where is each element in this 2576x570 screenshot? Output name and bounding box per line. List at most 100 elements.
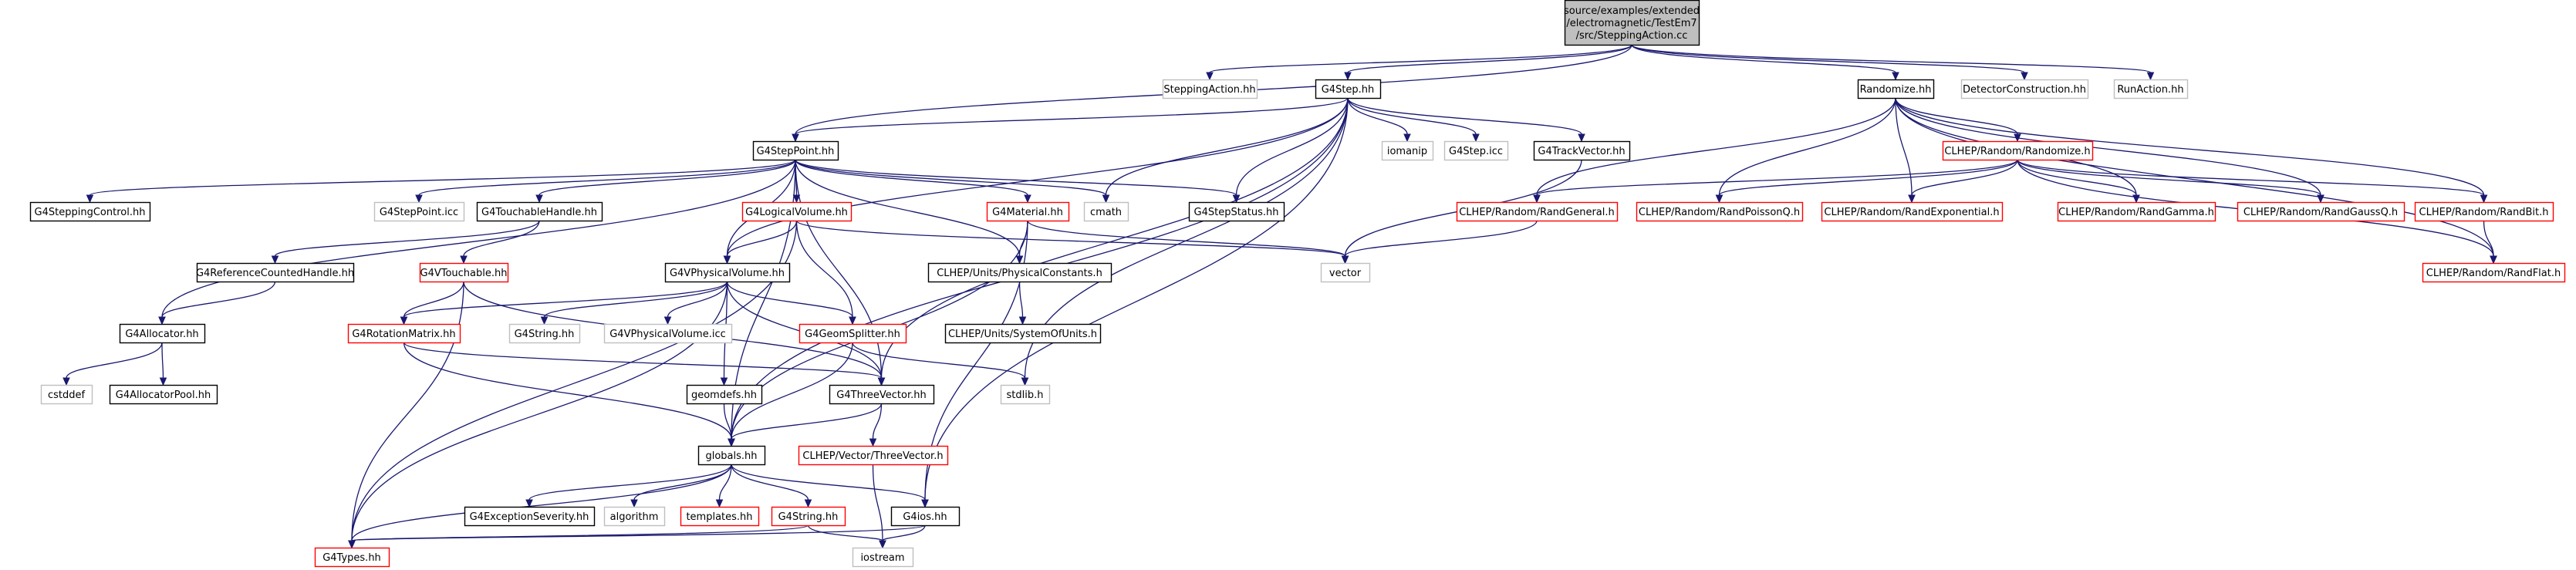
edge-globals-to-g4exceptionseverity: [525, 464, 732, 508]
node-label: G4ThreeVector.hh: [836, 390, 926, 401]
edge-g4vtouchable-to-g4rotationmatrix: [400, 281, 464, 325]
node-physconst[interactable]: CLHEP/Units/PhysicalConstants.h: [927, 262, 1112, 283]
node-randexponential[interactable]: CLHEP/Random/RandExponential.h: [1821, 201, 2004, 222]
node-label: algorithm: [610, 511, 659, 523]
edge-globals-to-templates: [715, 464, 732, 508]
edge-g4steppoint-to-g4steppointicc: [415, 159, 796, 204]
node-box: [680, 506, 760, 527]
node-label: G4VPhysicalVolume.icc: [609, 329, 726, 340]
node-box: [1456, 201, 1619, 222]
node-g4threevector[interactable]: G4ThreeVector.hh: [829, 384, 935, 405]
edge-g4vphysicalvolume-to-g4geomsplitter: [726, 281, 856, 325]
node-box: [741, 201, 852, 222]
edge-g4touchablehandle-to-g4vtouchable: [460, 220, 540, 265]
node-label: G4GeomSplitter.hh: [805, 329, 900, 340]
node-label: CLHEP/Vector/ThreeVector.h: [802, 450, 943, 462]
node-g4geomsplitter[interactable]: G4GeomSplitter.hh: [798, 323, 907, 344]
edge-globals-to-g4string: [731, 464, 812, 508]
node-label: CLHEP/Random/Randomize.h: [1944, 146, 2090, 157]
node-g4step[interactable]: G4Step.hh: [1315, 79, 1382, 99]
node-box: [664, 262, 791, 283]
node-g4logicalvolume[interactable]: G4LogicalVolume.hh: [741, 201, 852, 222]
node-randflat[interactable]: CLHEP/Random/RandFlat.h: [2422, 262, 2566, 283]
node-label: CLHEP/Random/RandGeneral.h: [1459, 207, 1615, 218]
node-g4material[interactable]: G4Material.hh: [986, 201, 1070, 222]
edge-physconst-to-sysofunits: [1018, 281, 1027, 325]
edge-randomize-to-clhep_randomize: [1895, 97, 2021, 143]
node-box: [1821, 201, 2004, 222]
edge-clhep_randomize-to-randexponential: [1908, 159, 2018, 204]
node-geomdefs[interactable]: geomdefs.hh: [686, 384, 763, 405]
node-randgaussq[interactable]: CLHEP/Random/RandGaussQ.h: [2237, 201, 2406, 222]
node-algorithm: algorithm: [603, 506, 666, 527]
edge-g4vphysicalvolume-to-g4vphysicalicc: [663, 281, 728, 325]
node-label: G4StepStatus.hh: [1194, 207, 1279, 218]
node-g4string[interactable]: G4String.hh: [771, 506, 846, 527]
node-g4trackvector[interactable]: G4TrackVector.hh: [1533, 140, 1631, 161]
node-g4rotationmatrix[interactable]: G4RotationMatrix.hh: [347, 323, 461, 344]
node-box: [40, 384, 93, 405]
edge-g4steppoint-to-g4material: [795, 159, 1031, 204]
node-randgamma[interactable]: CLHEP/Random/RandGamma.h: [2057, 201, 2216, 222]
node-label: templates.hh: [686, 511, 752, 523]
node-layer: source/examples/extended/electromagnetic…: [29, 0, 2566, 568]
node-label: G4RotationMatrix.hh: [352, 329, 455, 340]
node-sysofunits[interactable]: CLHEP/Units/SystemOfUnits.h: [944, 323, 1102, 344]
node-box: [852, 547, 914, 568]
node-box: [1083, 201, 1129, 222]
node-globals[interactable]: globals.hh: [697, 445, 766, 466]
node-box: [890, 506, 961, 527]
edge-globals-to-g4ios: [731, 464, 929, 508]
node-clhep_randomize[interactable]: CLHEP/Random/Randomize.h: [1942, 140, 2094, 161]
node-g4referencecounted[interactable]: G4ReferenceCountedHandle.hh: [196, 262, 355, 283]
node-label: G4ios.hh: [903, 511, 947, 523]
node-label: G4ExceptionSeverity.hh: [470, 511, 589, 523]
node-g4steppoint[interactable]: G4StepPoint.hh: [752, 140, 839, 161]
node-label: geomdefs.hh: [691, 390, 757, 401]
node-box: [697, 445, 766, 466]
node-label: G4VPhysicalVolume.hh: [670, 268, 785, 279]
edge-root-to-steppingaction: [1206, 44, 1632, 81]
node-root[interactable]: source/examples/extended/electromagnetic…: [1564, 0, 1700, 46]
node-box: [798, 323, 907, 344]
edge-g4steppoint-to-g4allocator: [158, 159, 796, 325]
node-clhep_threevector[interactable]: CLHEP/Vector/ThreeVector.h: [798, 445, 949, 466]
node-g4vtouchable[interactable]: G4VTouchable.hh: [419, 262, 509, 283]
node-box: [798, 445, 949, 466]
edge-clhep_randomize-to-randbit: [2017, 159, 2488, 204]
node-label: iostream: [860, 552, 904, 564]
node-label: G4SteppingControl.hh: [35, 207, 146, 218]
node-g4allocator[interactable]: G4Allocator.hh: [119, 323, 206, 344]
node-g4steppingcontrol[interactable]: G4SteppingControl.hh: [29, 201, 151, 222]
edge-g4material-to-physconst: [1015, 220, 1028, 265]
node-label: Randomize.hh: [1860, 84, 1932, 96]
node-label: G4TouchableHandle.hh: [481, 207, 597, 218]
node-g4types[interactable]: G4Types.hh: [314, 547, 390, 568]
edge-g4threevector-to-clhep_threevector: [869, 403, 883, 447]
node-label: G4StepPoint.hh: [757, 146, 835, 157]
edge-g4geomsplitter-to-stdlib: [852, 342, 1029, 386]
edge-g4step-to-iomanip: [1347, 97, 1411, 143]
node-randomize[interactable]: Randomize.hh: [1857, 79, 1935, 99]
node-g4touchablehandle[interactable]: G4TouchableHandle.hh: [476, 201, 603, 222]
node-templates[interactable]: templates.hh: [680, 506, 760, 527]
node-g4stepstatus[interactable]: G4StepStatus.hh: [1188, 201, 1285, 222]
node-label: G4Allocator.hh: [125, 329, 198, 340]
node-box: [2113, 79, 2189, 99]
node-randbit[interactable]: CLHEP/Random/RandBit.h: [2414, 201, 2554, 222]
node-g4vphysicalvolume[interactable]: G4VPhysicalVolume.hh: [664, 262, 791, 283]
node-label: RunAction.hh: [2117, 84, 2183, 96]
node-cmath: cmath: [1083, 201, 1129, 222]
edge-g4steppoint-to-g4steppingcontrol: [86, 159, 796, 204]
node-randgeneral[interactable]: CLHEP/Random/RandGeneral.h: [1456, 201, 1619, 222]
node-steppingaction: SteppingAction.hh: [1162, 79, 1258, 99]
node-g4exceptionseverity[interactable]: G4ExceptionSeverity.hh: [464, 506, 596, 527]
node-box: [1315, 79, 1382, 99]
edge-g4allocator-to-g4allocatorpool: [159, 342, 167, 386]
node-randpoissonq[interactable]: CLHEP/Random/RandPoissonQ.h: [1636, 201, 1804, 222]
node-g4ios[interactable]: G4ios.hh: [890, 506, 961, 527]
node-label: globals.hh: [705, 450, 757, 462]
node-g4allocatorpool[interactable]: G4AllocatorPool.hh: [109, 384, 218, 405]
node-label: source/examples/extended: [1564, 5, 1700, 17]
node-label: CLHEP/Units/PhysicalConstants.h: [937, 268, 1102, 279]
